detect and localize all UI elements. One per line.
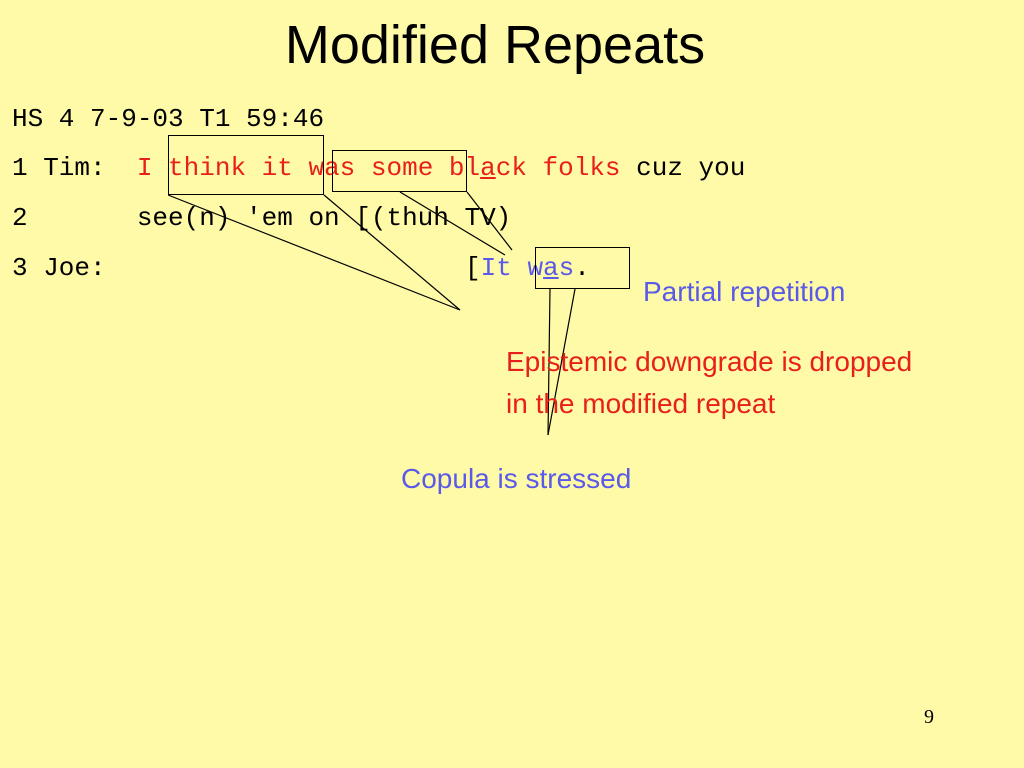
slide-title: Modified Repeats — [284, 15, 706, 75]
line-3-s: s — [558, 253, 575, 283]
line-2-text: see(n) 'em on [(thuh TV) — [136, 203, 512, 233]
transcript-line-1: 1 Tim: I think it was some black folks c… — [12, 153, 745, 183]
line-1-ck-folks: ck folks — [495, 153, 621, 183]
line-1-speaker: 1 Tim: — [12, 153, 137, 183]
line-1-stressed-a: a — [480, 153, 496, 183]
line-3-period: . — [574, 253, 590, 283]
line-3-it: It — [480, 253, 512, 283]
line-1-cuz-you: cuz you — [620, 153, 746, 183]
annotation-copula-stressed: Copula is stressed — [401, 463, 632, 494]
line-3-stressed-a: a — [543, 253, 559, 283]
transcript-line-3-speaker: 3 Joe: — [12, 253, 106, 283]
annotation-epistemic-line-2: in the modified repeat — [506, 388, 776, 419]
box-it-was — [332, 150, 467, 192]
line-1-it-was: it was — [261, 153, 356, 183]
transcript-header: HS 4 7-9-03 T1 59:46 — [12, 104, 325, 134]
line-1-i-think: I think — [136, 153, 247, 183]
page-number: 9 — [924, 706, 934, 728]
line-2-number: 2 — [12, 203, 137, 233]
transcript-line-3-utterance: [It was. — [465, 253, 590, 283]
annotation-partial-repetition: Partial repetition — [643, 276, 846, 307]
box-was — [535, 247, 630, 289]
line-3-bracket: [ — [465, 253, 481, 283]
box-i-think — [168, 135, 324, 195]
transcript-line-2: 2 see(n) 'em on [(thuh TV) — [12, 203, 511, 233]
line-1-some-black: some bl — [370, 153, 481, 183]
annotation-epistemic-line-1: Epistemic downgrade is dropped — [506, 346, 913, 377]
